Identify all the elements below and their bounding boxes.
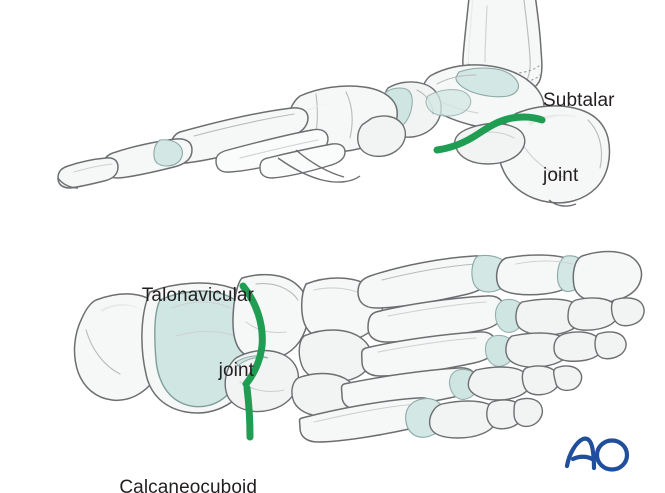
- label-talonavicular-line1: Talonavicular: [141, 285, 254, 306]
- talus-posterior-detail: [425, 89, 472, 117]
- label-talonavicular-line2: joint: [218, 360, 254, 381]
- calcaneocuboid-joint-highlight: [243, 384, 254, 441]
- label-subtalar-joint: Subtalar joint: [543, 38, 615, 238]
- phalanx-bones-lateral: [57, 138, 193, 189]
- phalanx-bones-dorsal: [405, 250, 645, 439]
- lesser-toes-lateral: [277, 149, 361, 183]
- lateral-view-group: [57, 0, 611, 207]
- label-subtalar-line1: Subtalar: [543, 90, 615, 111]
- talonavicular-joint-highlight: [239, 282, 266, 388]
- label-talonavicular-joint: Talonavicular joint: [106, 233, 254, 433]
- metatarsal-bones-lateral: [169, 107, 346, 179]
- label-calcaneocuboid-line1: Calcaneocuboid: [119, 477, 257, 493]
- label-calcaneocuboid-joint: Calcaneocuboid joint: [85, 425, 257, 493]
- talus-bone-dorsal: [141, 282, 264, 414]
- subtalar-joint-highlight: [433, 113, 546, 154]
- metatarsal-bones-dorsal: [298, 255, 505, 443]
- dorsal-view-group: [73, 250, 645, 443]
- cuboid-bone: [357, 115, 407, 158]
- ao-logo: [564, 436, 630, 472]
- label-subtalar-line2: joint: [543, 165, 579, 186]
